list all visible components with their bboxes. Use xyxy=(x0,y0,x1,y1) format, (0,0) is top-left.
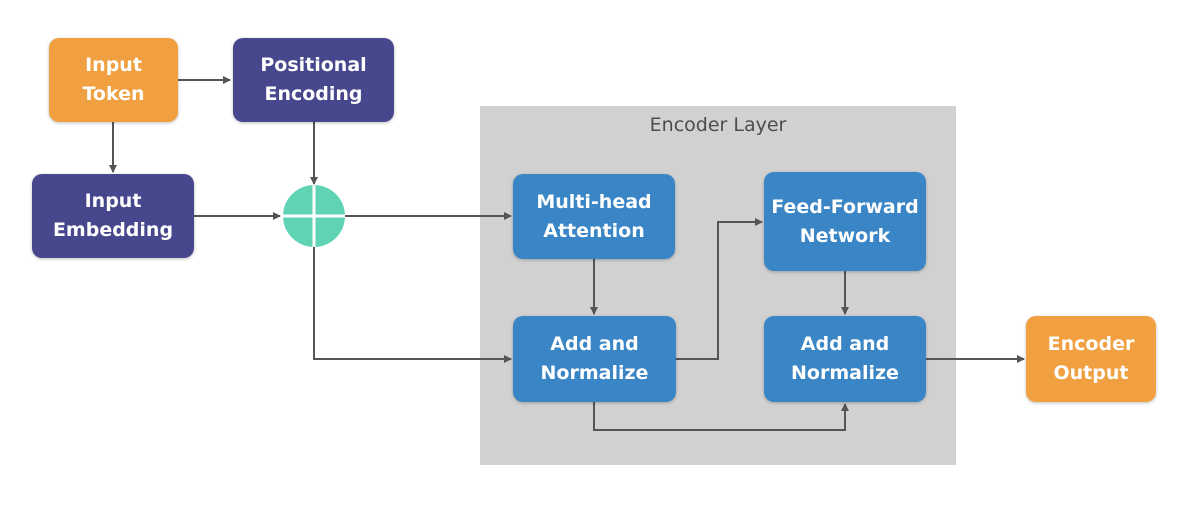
edge-addnorm1-to-addnorm2-residual xyxy=(593,402,849,431)
encoder-output-line1: Encoder xyxy=(1047,333,1135,355)
multi-head-attention-node: Multi-head Attention xyxy=(513,174,675,259)
positional-encoding-line2: Encoding xyxy=(264,83,363,105)
add-normalize-1-line1: Add and xyxy=(550,333,639,355)
input-token-node: Input Token xyxy=(49,38,178,122)
positional-encoding-line1: Positional xyxy=(260,54,367,76)
multi-head-attention-line1: Multi-head xyxy=(536,190,652,213)
encoder-output-node: Encoder Output xyxy=(1026,316,1156,402)
feed-forward-network-node: Feed-Forward Network xyxy=(764,172,926,271)
add-normalize-2-node: Add and Normalize xyxy=(764,316,926,402)
feed-forward-line2: Network xyxy=(799,224,891,247)
feed-forward-line1: Feed-Forward xyxy=(771,195,919,218)
edge-addnorm1-to-feedforward xyxy=(676,218,763,360)
sum-operator-icon xyxy=(283,185,345,247)
input-embedding-node: Input Embedding xyxy=(32,174,194,258)
positional-encoding-node: Positional Encoding xyxy=(233,38,394,122)
input-token-line1: Input xyxy=(85,54,142,76)
add-normalize-1-line2: Normalize xyxy=(540,362,649,384)
multi-head-attention-line2: Attention xyxy=(543,219,645,242)
input-embedding-line2: Embedding xyxy=(52,219,174,241)
add-normalize-2-line2: Normalize xyxy=(791,362,899,384)
add-normalize-2-line1: Add and xyxy=(800,333,890,355)
encoder-output-line2: Output xyxy=(1053,362,1129,384)
edge-sum-to-addnorm1 xyxy=(313,247,512,363)
input-token-line2: Token xyxy=(82,83,145,105)
input-embedding-line1: Input xyxy=(84,190,142,212)
encoder-layer-title: Encoder Layer xyxy=(649,114,787,136)
add-normalize-1-node: Add and Normalize xyxy=(513,316,676,402)
